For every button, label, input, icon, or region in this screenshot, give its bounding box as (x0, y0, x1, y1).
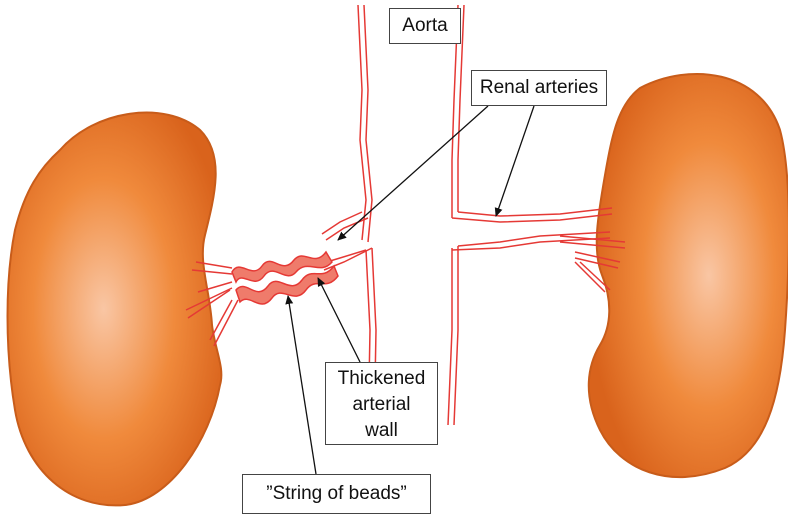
renal-arteries-label-text: Renal arteries (480, 77, 598, 98)
thickened-wall-line-2: arterial (326, 392, 437, 418)
string-of-beads-label: ”String of beads” (242, 474, 431, 514)
renal-arteries-label: Renal arteries (471, 70, 607, 106)
right-kidney (589, 74, 788, 477)
arrow-thickened-wall (318, 278, 360, 362)
aorta-label-text: Aorta (402, 15, 447, 36)
left-renal-artery (186, 212, 372, 346)
arrow-renal-to-right (496, 106, 534, 216)
arrow-string-of-beads (288, 296, 316, 474)
aorta-label: Aorta (389, 8, 461, 44)
thickened-wall-label: Thickened arterial wall (325, 362, 438, 445)
thickened-wall-line-3: wall (326, 418, 437, 444)
string-of-beads-label-text: ”String of beads” (266, 483, 406, 504)
thickened-wall-line-1: Thickened (326, 366, 437, 392)
